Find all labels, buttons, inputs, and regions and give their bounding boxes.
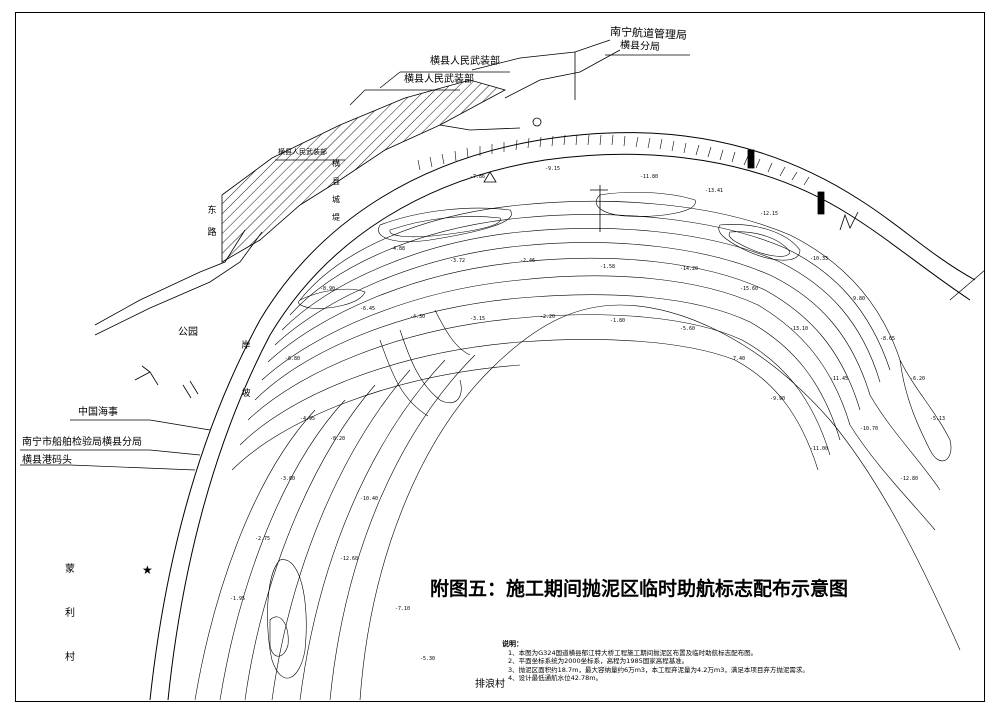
roads: [94, 39, 621, 336]
road-vertical-label: 东路: [207, 206, 217, 238]
depth-label: -4.30: [410, 314, 425, 320]
map-frame: [15, 12, 985, 702]
river-banks: [149, 132, 976, 701]
depth-label: -6.80: [285, 356, 300, 362]
depth-label: -8.65: [880, 336, 895, 342]
depth-label: -11.45: [830, 376, 848, 382]
embankment-ticks: [417, 134, 810, 186]
depth-label: -3.15: [470, 316, 485, 322]
nav-markers: [134, 117, 859, 399]
village-left-vertical-label: 蒙利村: [65, 564, 75, 663]
sinopec-label: 中国海事: [78, 407, 118, 418]
notes-heading: 说明：: [502, 640, 523, 648]
depth-label: -5.13: [930, 416, 945, 422]
depth-labels: -7.86 -9.15 -11.80 -13.41 -12.15 -10.33 -9.80 -…: [230, 166, 945, 662]
depth-label: -11.00: [810, 446, 828, 452]
shore-vertical-label: 岸坡: [241, 341, 251, 399]
depth-label: -3.60: [280, 476, 295, 482]
depth-label: -10.33: [810, 256, 828, 262]
depth-label: -10.40: [360, 496, 378, 502]
port-terminal-label: 横县港码头: [22, 455, 72, 466]
depth-label: -2.20: [540, 314, 555, 320]
depth-label: -12.15: [760, 211, 778, 217]
map-title: 附图五：施工期间抛泥区临时助航标志配布示意图: [430, 578, 849, 600]
depth-label: -6.20: [910, 376, 925, 382]
depth-label: -7.10: [395, 606, 410, 612]
armed-dept-label-3: 横县人民武装部: [278, 148, 327, 156]
depth-label: -4.88: [390, 246, 405, 252]
note-item-2: 2、平面坐标系统为2000坐标系，高程为1985国家高程基准。: [508, 657, 689, 665]
park-label: 公园: [178, 327, 198, 338]
depth-label: -8.90: [320, 286, 335, 292]
armed-dept-label-2: 横县人民武装部: [404, 74, 474, 85]
depth-label: -1.95: [230, 596, 245, 602]
depth-contours: [231, 191, 952, 531]
design-notes: 说明： 1、本图为G324国道横县郁江特大桥工程施工期间抛泥区布置及临时助航标志…: [502, 640, 968, 683]
depth-label: -13.10: [790, 326, 808, 332]
depth-label: -11.80: [640, 174, 658, 180]
village-label: 排浪村: [475, 679, 505, 690]
depth-label: -9.90: [770, 396, 785, 402]
armed-dept-label-1: 横县人民武装部: [430, 56, 500, 67]
inspection-bureau-label: 南宁市船舶检验局横县分局: [22, 437, 142, 448]
depth-label: -14.20: [680, 266, 698, 272]
depth-label: -7.40: [730, 356, 745, 362]
depth-label: -9.80: [850, 296, 865, 302]
depth-label: -13.41: [705, 188, 723, 194]
depth-label: -6.45: [360, 306, 375, 312]
authority-branch-label: 横县分局: [619, 39, 661, 54]
bank-vertical-label: 横县城堤: [332, 159, 340, 222]
depth-label: -4.95: [300, 416, 315, 422]
depth-label: -10.70: [860, 426, 878, 432]
depth-label: -1.58: [600, 264, 615, 270]
depth-label: -8.20: [330, 436, 345, 442]
depth-label: -12.80: [900, 476, 918, 482]
east-road: [949, 269, 986, 301]
depth-label: -1.80: [610, 318, 625, 324]
depth-label: -3.72: [450, 258, 465, 264]
depth-label: -12.60: [340, 556, 358, 562]
leader-lines: [20, 54, 690, 471]
depth-label: -9.15: [545, 166, 560, 172]
depth-label: -5.60: [680, 326, 695, 332]
inner-bank-contours: [194, 304, 961, 701]
armed-department-building: [221, 79, 507, 263]
depth-label: -5.30: [420, 656, 435, 662]
note-item-3: 3、抛泥区面积约18.7m，最大容纳量约6万m3，本工程弃泥量为4.2万m3，满…: [508, 665, 809, 674]
note-item-1: 1、本图为G324国道横县郁江特大桥工程施工期间抛泥区布置及临时助航标志配布图。: [508, 648, 758, 657]
depth-label: -2.75: [255, 536, 270, 542]
depth-label: -15.60: [740, 286, 758, 292]
depth-label: -2.46: [520, 258, 535, 264]
star-marker-icon: ★: [142, 563, 153, 577]
depth-label: -7.86: [470, 174, 485, 180]
note-item-4: 4、设计最低通航水位42.78m。: [508, 674, 603, 682]
